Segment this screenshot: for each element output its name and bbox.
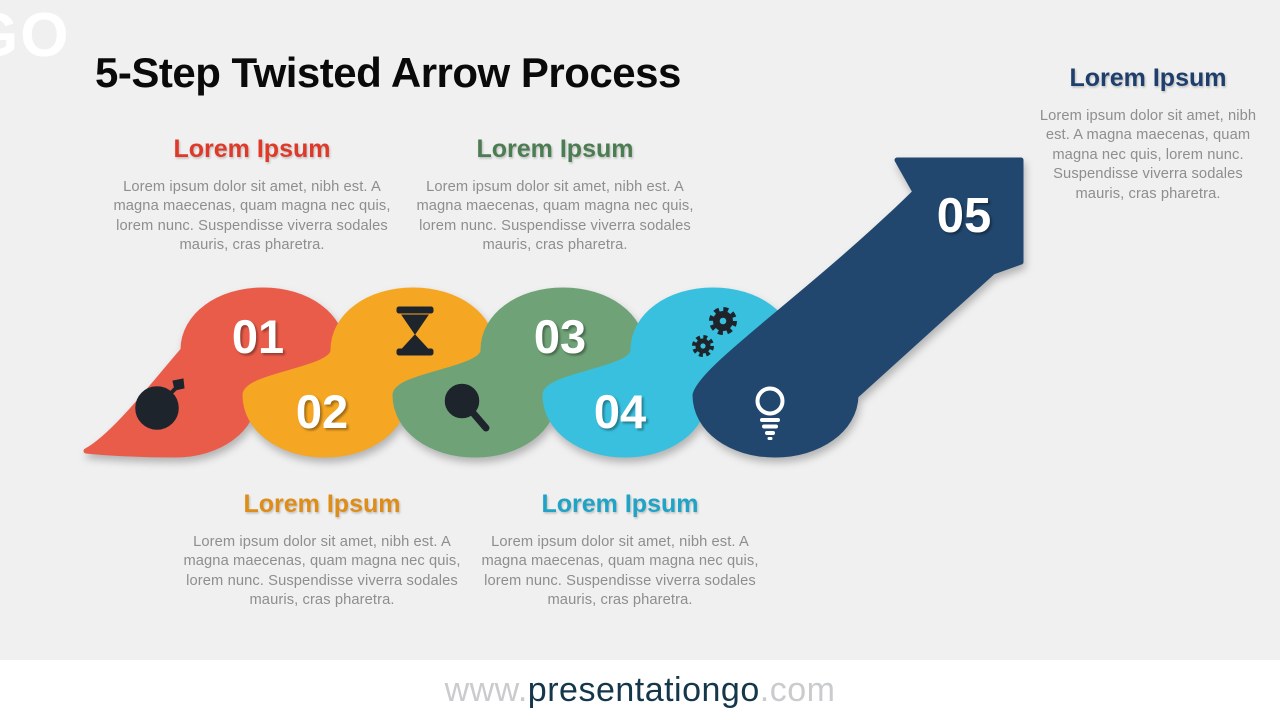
step-1-description: Lorem ipsum dolor sit amet, nibh est. A … (113, 179, 391, 254)
step-3-text-block: Lorem Ipsum Lorem ipsum dolor sit amet, … (415, 135, 695, 256)
gears-icon (692, 307, 737, 357)
step-1-number: 01 (232, 310, 284, 363)
footer-url-brand: presentationgo (527, 670, 760, 709)
footer-url-suffix: .com (759, 670, 836, 709)
step-5-text-block: Lorem Ipsum Lorem ipsum dolor sit amet, … (1036, 64, 1260, 204)
step-3-description: Lorem ipsum dolor sit amet, nibh est. A … (416, 179, 694, 254)
step-3-heading: Lorem Ipsum (476, 135, 634, 163)
step-4-number: 04 (594, 385, 646, 438)
step-5-arrow-shape (692, 157, 1024, 458)
step-5-number: 05 (937, 189, 992, 243)
step-2-text-block: Lorem Ipsum Lorem ipsum dolor sit amet, … (182, 490, 462, 611)
step-4-text-block: Lorem Ipsum Lorem ipsum dolor sit amet, … (480, 490, 760, 611)
step-3-number: 03 (534, 310, 586, 363)
target-arrow-icon (135, 378, 185, 430)
footer: www.presentationgo.com (0, 660, 1280, 720)
step-5-description: Lorem ipsum dolor sit amet, nibh est. A … (1039, 108, 1257, 202)
hourglass-icon (396, 306, 434, 356)
lightbulb-icon (755, 386, 785, 440)
step-2-number: 02 (296, 385, 348, 438)
step-4-heading: Lorem Ipsum (541, 490, 699, 518)
step-2-description: Lorem ipsum dolor sit amet, nibh est. A … (183, 534, 461, 609)
footer-url-prefix: www. (444, 670, 528, 709)
step-2-heading: Lorem Ipsum (243, 490, 401, 518)
step-4-description: Lorem ipsum dolor sit amet, nibh est. A … (481, 534, 759, 609)
footer-url: www.presentationgo.com (445, 671, 836, 710)
step-1-heading: Lorem Ipsum (173, 135, 331, 163)
step-5-heading: Lorem Ipsum (1069, 64, 1227, 92)
magnifier-pulse-icon (444, 383, 490, 432)
step-1-text-block: Lorem Ipsum Lorem ipsum dolor sit amet, … (112, 135, 392, 256)
presentationgo-logo: GO (0, 1, 71, 70)
page-title: 5-Step Twisted Arrow Process (95, 49, 681, 97)
